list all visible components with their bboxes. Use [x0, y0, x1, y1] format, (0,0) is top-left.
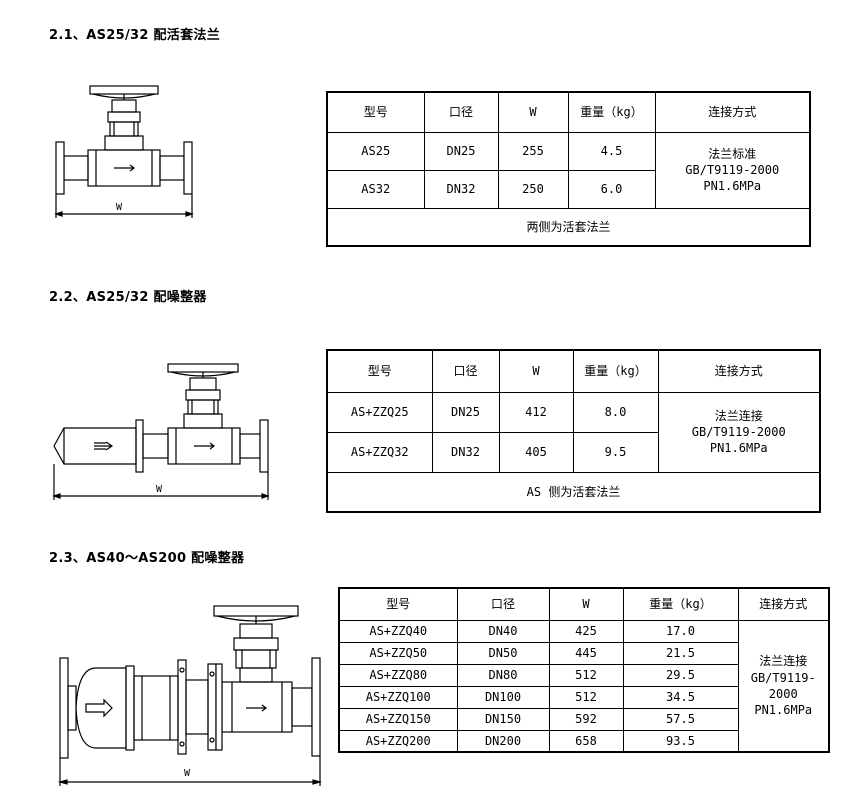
weight-cell: 34.5 [622, 685, 739, 709]
model-cell: AS+ZZQ200 [338, 729, 458, 753]
header-cell: 连接方式 [657, 349, 821, 393]
model-cell: AS+ZZQ25 [326, 391, 433, 433]
table-header-row: 型号 口径 W 重量（kg） 连接方式 [338, 587, 830, 621]
table-row: AS+ZZQ150 DN150 592 57.5 [338, 707, 829, 731]
connection-line: GB/T9119-2000 [691, 424, 786, 439]
header-cell: 型号 [326, 349, 433, 393]
section-3-heading: 2.3、AS40～AS200 配噪整器 [49, 551, 245, 566]
header-cell: 口径 [456, 587, 550, 621]
width-cell: 658 [548, 729, 624, 753]
table-header-row: 型号 口径 W 重量（kg） 连接方式 [326, 91, 811, 133]
connection-line: PN1.6MPa [703, 179, 762, 194]
size-cell: DN80 [456, 663, 550, 687]
header-cell: 重量（kg） [572, 349, 659, 393]
table-header-row: 型号 口径 W 重量（kg） 连接方式 [326, 349, 821, 393]
width-cell: 425 [548, 619, 624, 643]
connection-cell: 法兰连接 GB/T9119-2000 PN1.6MPa [657, 391, 821, 473]
size-cell: DN200 [456, 729, 550, 753]
header-cell: 重量（kg） [567, 91, 656, 133]
dimension-label: W [116, 202, 123, 213]
header-cell: 重量（kg） [622, 587, 739, 621]
size-cell: DN25 [431, 391, 500, 433]
weight-cell: 9.5 [572, 431, 659, 473]
size-cell: DN40 [456, 619, 550, 643]
weight-cell: 21.5 [622, 641, 739, 665]
model-cell: AS+ZZQ40 [338, 619, 458, 643]
table-footer-row: AS 侧为活套法兰 [326, 471, 821, 513]
header-cell: W [497, 91, 569, 133]
size-cell: DN50 [456, 641, 550, 665]
valve-drawing-2: W [44, 358, 276, 508]
dimension-label: W [156, 484, 163, 495]
weight-cell: 4.5 [567, 131, 656, 171]
connection-line: PN1.6MPa [709, 441, 768, 456]
header-cell: 口径 [431, 349, 500, 393]
table-row: AS+ZZQ80 DN80 512 29.5 [338, 663, 829, 687]
weight-cell: 57.5 [622, 707, 739, 731]
model-cell: AS32 [326, 169, 425, 209]
weight-cell: 6.0 [567, 169, 656, 209]
header-cell: 口径 [423, 91, 499, 133]
table-footer-row: 两侧为活套法兰 [326, 207, 811, 247]
width-cell: 412 [498, 391, 574, 433]
section-2-heading: 2.2、AS25/32 配噪整器 [49, 290, 207, 305]
width-cell: 592 [548, 707, 624, 731]
header-cell: 连接方式 [654, 91, 811, 133]
size-cell: DN25 [423, 131, 499, 171]
footer-note: 两侧为活套法兰 [326, 207, 811, 247]
model-cell: AS+ZZQ100 [338, 685, 458, 709]
model-cell: AS25 [326, 131, 425, 171]
connection-line: 法兰连接 [714, 408, 763, 423]
width-cell: 405 [498, 431, 574, 473]
weight-cell: 8.0 [572, 391, 659, 433]
model-cell: AS+ZZQ32 [326, 431, 433, 473]
width-cell: 512 [548, 685, 624, 709]
size-cell: DN150 [456, 707, 550, 731]
connection-line: 法兰连接 [759, 654, 808, 669]
table-row: AS32 DN32 250 6.0 [326, 169, 810, 209]
model-cell: AS+ZZQ150 [338, 707, 458, 731]
weight-cell: 93.5 [622, 729, 739, 753]
width-cell: 445 [548, 641, 624, 665]
table-row: AS+ZZQ32 DN32 405 9.5 [326, 431, 820, 473]
table-row: AS+ZZQ100 DN100 512 34.5 [338, 685, 829, 709]
connection-cell: 法兰标准 GB/T9119-2000 PN1.6MPa [654, 131, 811, 209]
width-cell: 512 [548, 663, 624, 687]
header-cell: W [548, 587, 624, 621]
weight-cell: 29.5 [622, 663, 739, 687]
size-cell: DN32 [431, 431, 500, 473]
table-row: AS25 DN25 255 4.5 法兰标准 GB/T9119-2000 PN1… [326, 131, 811, 209]
section-1-heading: 2.1、AS25/32 配活套法兰 [49, 28, 221, 43]
width-cell: 255 [497, 131, 569, 171]
model-cell: AS+ZZQ50 [338, 641, 458, 665]
spec-table-2: 型号 口径 W 重量（kg） 连接方式 AS+ZZQ25 DN25 412 8.… [326, 349, 821, 513]
table-row: AS+ZZQ40 DN40 425 17.0 法兰连接 GB/T9119- 20… [338, 619, 830, 753]
size-cell: DN32 [423, 169, 499, 209]
weight-cell: 17.0 [622, 619, 739, 643]
spec-table-3: 型号 口径 W 重量（kg） 连接方式 AS+ZZQ40 DN40 425 17… [338, 587, 830, 753]
connection-line: PN1.6MPa [754, 702, 813, 717]
table-row: AS+ZZQ25 DN25 412 8.0 法兰连接 GB/T9119-2000… [326, 391, 821, 473]
header-cell: W [498, 349, 574, 393]
connection-line: GB/T9119-2000 [685, 162, 780, 177]
width-cell: 250 [497, 169, 569, 209]
valve-drawing-3: W [56, 600, 322, 792]
header-cell: 型号 [338, 587, 458, 621]
dimension-label: W [184, 768, 191, 779]
table-row: AS+ZZQ200 DN200 658 93.5 [338, 729, 829, 753]
connection-cell: 法兰连接 GB/T9119- 2000 PN1.6MPa [737, 619, 830, 753]
spec-table-1: 型号 口径 W 重量（kg） 连接方式 AS25 DN25 255 4.5 法兰… [326, 91, 811, 247]
connection-line: 法兰标准 [708, 146, 757, 161]
model-cell: AS+ZZQ80 [338, 663, 458, 687]
footer-note: AS 侧为活套法兰 [326, 471, 821, 513]
header-cell: 连接方式 [737, 587, 830, 621]
connection-line: GB/T9119- [750, 670, 816, 685]
size-cell: DN100 [456, 685, 550, 709]
valve-drawing-1: W [50, 80, 200, 225]
connection-line: 2000 [768, 686, 798, 701]
header-cell: 型号 [326, 91, 425, 133]
